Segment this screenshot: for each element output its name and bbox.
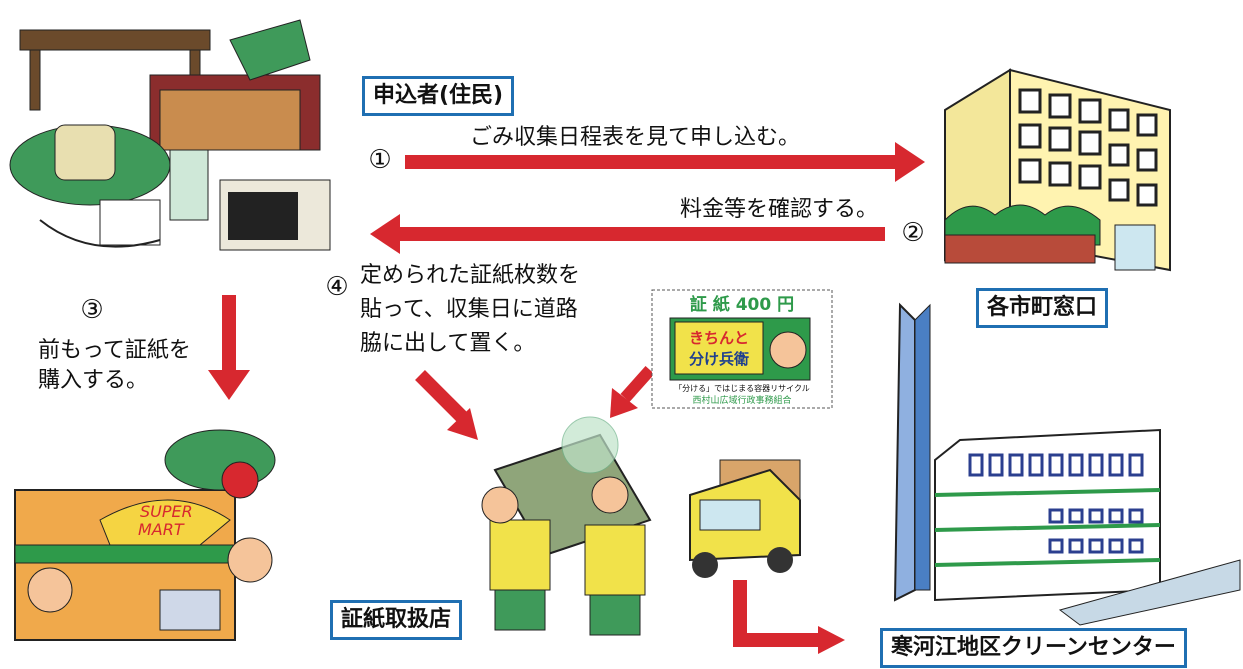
arrows <box>208 142 925 654</box>
window-label: 各市町窓口 <box>976 288 1109 328</box>
supermarket-sign: SUPER <box>140 502 193 521</box>
step1-text: ごみ収集日程表を見て申し込む。 <box>470 125 801 150</box>
workers-illustration <box>481 416 652 636</box>
step2-text: 料金等を確認する。 <box>680 197 879 222</box>
truck-illustration <box>689 459 801 578</box>
arrow-step1 <box>405 155 905 169</box>
sticker-illustration: 証 紙 400 円 きちんと 分け兵衛 「分ける」ではじまる容器リサイクル 西村… <box>651 289 833 409</box>
store-label: 証紙取扱店 <box>330 600 463 640</box>
step3-line1: 前もって証紙を <box>38 338 191 363</box>
arrow-step2 <box>395 227 885 241</box>
bulky-waste-illustration <box>9 19 331 251</box>
sticker-mascot-line1: きちんと <box>689 329 749 347</box>
step4-line1: 定められた証紙枚数を <box>360 263 581 288</box>
sticker-caption: 「分ける」ではじまる容器リサイクル <box>674 383 810 393</box>
sticker-org: 西村山広域行政事務組合 <box>692 394 791 406</box>
arrow-sticker <box>620 366 655 402</box>
step3-number: ③ <box>80 295 104 325</box>
step2-number: ② <box>901 218 925 248</box>
arrow-truck <box>733 580 820 647</box>
supermarket-illustration: SUPER MART <box>14 429 276 641</box>
sticker-title: 証 紙 400 円 <box>690 294 794 315</box>
step4-line2: 貼って、収集日に道路 <box>360 297 578 322</box>
arrow-step3 <box>222 295 236 375</box>
center-label: 寒河江地区クリーンセンター <box>880 628 1187 668</box>
city-office-illustration <box>944 68 1171 272</box>
step4-line3: 脇に出して置く。 <box>360 331 536 356</box>
supermarket-sign-2: MART <box>138 520 185 539</box>
clean-center-illustration <box>893 302 1241 626</box>
sticker-mascot-line2: 分け兵衛 <box>689 350 749 368</box>
applicant-label: 申込者(住民) <box>362 76 515 116</box>
step1-number: ① <box>368 145 392 175</box>
step4-number: ④ <box>325 272 349 302</box>
arrow-step4 <box>415 370 470 425</box>
step3-line2: 購入する。 <box>38 368 149 393</box>
